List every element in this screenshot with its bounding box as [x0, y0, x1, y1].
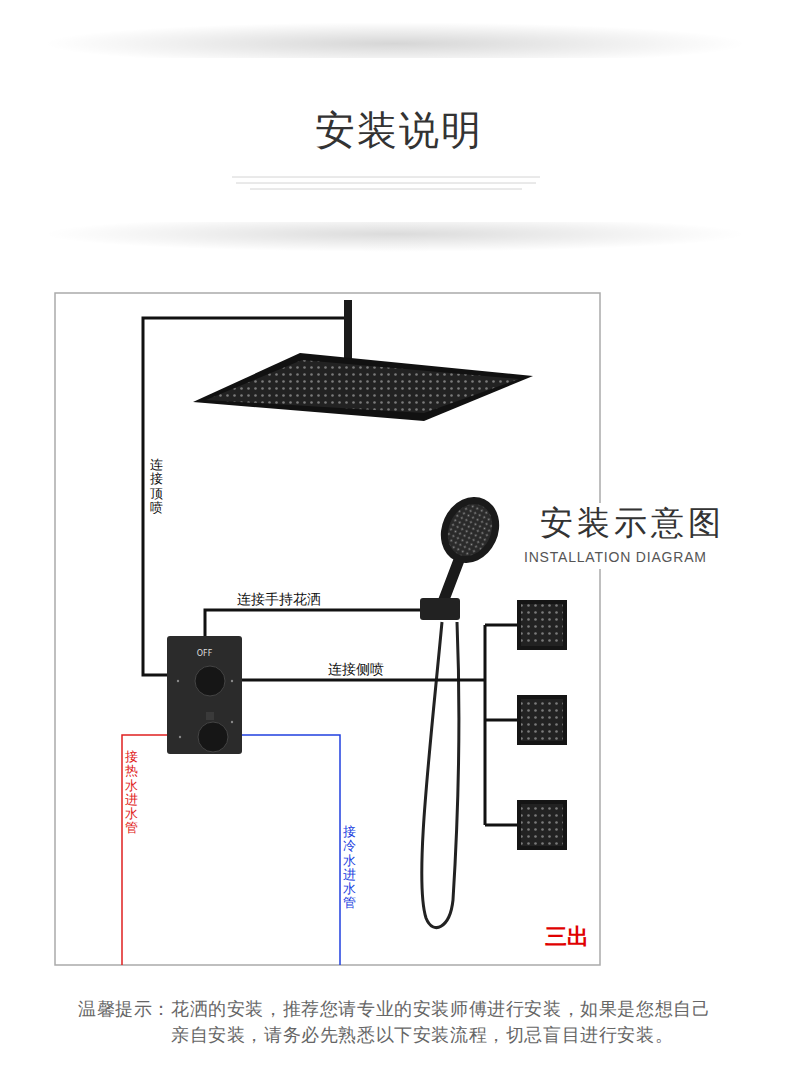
rain-shower-face: [206, 360, 519, 413]
side-jet-pipe: [242, 625, 517, 825]
side-jet-face: [521, 699, 563, 741]
decor-line: [232, 177, 540, 178]
pipe-label: 连接手持花洒: [237, 592, 321, 607]
valve-mark: [231, 721, 233, 723]
handheld-face: [440, 497, 501, 564]
shadow-band: [40, 222, 750, 252]
handheld-pipe: [205, 610, 420, 636]
mixing-valve: OFF: [167, 636, 242, 754]
rain-shower-head: [193, 353, 533, 421]
side-jet-face: [521, 804, 563, 846]
valve-mark: [177, 680, 179, 682]
decor-line: [236, 183, 536, 184]
diagram-heading: 安装示意图: [536, 503, 729, 549]
cold-water-pipe: [242, 735, 340, 965]
side-jet: [517, 695, 567, 745]
decor-line: [250, 189, 522, 190]
handheld-holder: [420, 598, 460, 620]
diagram-frame: [55, 293, 600, 965]
pipe-label: 连接顶喷: [150, 458, 163, 515]
valve-knob: [195, 666, 225, 696]
pipe-label: 连接侧喷: [328, 662, 384, 677]
installation-note: 温馨提示：花洒的安装，推荐您请专业的安装师傅进行安装，如果是您想自己 亲自安装，…: [78, 996, 718, 1048]
valve-mark: [179, 736, 181, 738]
cold-water-label: 接冷水进水管: [343, 825, 356, 911]
shadow-band: [40, 22, 750, 58]
handheld-head: [430, 487, 509, 572]
hot-water-pipe: [122, 735, 167, 965]
shower-arm: [344, 300, 352, 360]
tiny-english-lines: [232, 177, 540, 189]
valve-plate: [167, 636, 242, 754]
valve-knob: [198, 722, 228, 752]
valve-label: OFF: [167, 650, 242, 658]
outlet-count: 三出: [545, 925, 589, 949]
side-jet: [517, 800, 567, 850]
valve-button: [206, 712, 214, 720]
page-title: 安装说明: [4, 106, 790, 154]
side-jet-face: [521, 604, 563, 646]
diagram-subheading: INSTALLATION DIAGRAM: [520, 548, 711, 569]
hot-water-label: 接热水进水管: [125, 750, 138, 836]
handheld-hose: [422, 622, 459, 928]
valve-mark: [231, 680, 233, 682]
side-jet: [517, 600, 567, 650]
